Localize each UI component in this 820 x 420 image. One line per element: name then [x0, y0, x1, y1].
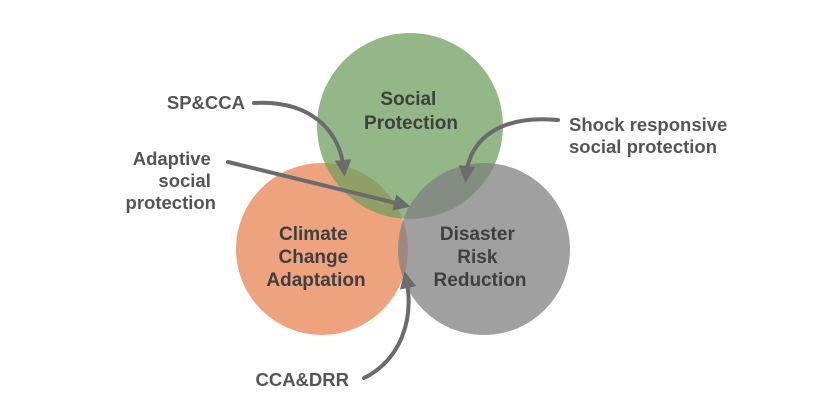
- asp-line-3: protection: [126, 192, 216, 213]
- shock-responsive-label: Shock responsive social protection: [569, 114, 732, 157]
- social-protection-line-1: Social: [380, 89, 436, 110]
- climate-change-adaptation-label: Climate Change Adaptation: [266, 224, 365, 291]
- shock-line-2: social protection: [569, 136, 717, 157]
- disaster-risk-reduction-label: Disaster Risk Reduction: [434, 224, 527, 291]
- cca-drr-line-1: CCA&DRR: [255, 369, 349, 390]
- adaptive-social-protection-label: Adaptive social protection: [126, 148, 216, 213]
- sp-cca-label: SP&CCA: [167, 92, 245, 113]
- cca-line-3: Adaptation: [266, 270, 365, 291]
- drr-line-2: Risk: [457, 247, 498, 268]
- social-protection-label: Social Protection: [364, 89, 458, 134]
- arrow-sp-cca: [252, 100, 352, 177]
- circle-disaster-risk-reduction: [398, 163, 570, 335]
- arrow-shock-responsive: [458, 117, 560, 183]
- social-protection-line-2: Protection: [364, 113, 458, 134]
- cca-drr-label: CCA&DRR: [255, 369, 349, 390]
- cca-line-2: Change: [279, 247, 349, 268]
- cca-line-1: Climate: [279, 224, 348, 245]
- asp-line-1: Adaptive: [133, 148, 211, 169]
- shock-line-1: Shock responsive: [569, 114, 727, 135]
- arrow-adaptive-social-protection: [226, 160, 411, 211]
- asp-line-2: social: [158, 170, 210, 191]
- drr-line-1: Disaster: [440, 224, 516, 245]
- arrow-cca-drr: [362, 271, 417, 380]
- sp-cca-line-1: SP&CCA: [167, 92, 245, 113]
- drr-line-3: Reduction: [434, 270, 527, 291]
